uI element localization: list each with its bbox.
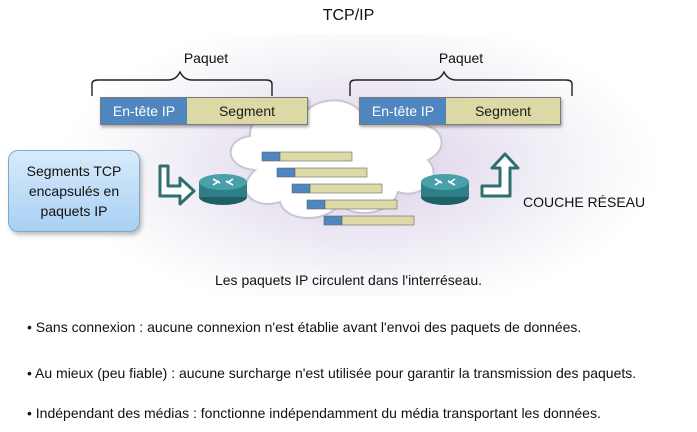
callout-box: Segments TCP encapsulés en paquets IP bbox=[8, 150, 140, 232]
packet-label-left: Paquet bbox=[183, 50, 229, 66]
mini-packet bbox=[276, 167, 368, 178]
ip-header-field: En-tête IP bbox=[360, 98, 446, 124]
diagram-caption: Les paquets IP circulent dans l'interrés… bbox=[214, 272, 483, 288]
router-icon bbox=[421, 174, 469, 205]
bent-arrow-icon bbox=[480, 152, 520, 198]
packet-label-right: Paquet bbox=[438, 50, 484, 66]
packet-left: En-tête IP Segment bbox=[100, 97, 308, 125]
segment-field: Segment bbox=[446, 98, 560, 124]
ip-header-field: En-tête IP bbox=[101, 98, 187, 124]
callout-line: paquets IP bbox=[40, 203, 108, 219]
packet-brace-left bbox=[91, 70, 273, 96]
packet-brace-right bbox=[349, 70, 573, 96]
diagram-graphics bbox=[91, 70, 573, 226]
bullet-item: • Sans connexion : aucune connexion n'es… bbox=[27, 319, 582, 335]
callout-line: encapsulés en bbox=[28, 183, 120, 199]
callout-line: Segments TCP bbox=[26, 163, 122, 179]
bullet-item: • Indépendant des médias : fonctionne in… bbox=[27, 405, 601, 421]
diagram-title: TCP/IP bbox=[322, 7, 375, 24]
router-icon bbox=[199, 174, 247, 205]
layer-label: COUCHE RÉSEAU bbox=[523, 194, 646, 210]
mini-packet bbox=[291, 183, 383, 194]
mini-packet bbox=[323, 215, 415, 226]
segment-field: Segment bbox=[187, 98, 307, 124]
mini-packet bbox=[306, 199, 398, 210]
packet-right: En-tête IP Segment bbox=[359, 97, 561, 125]
mini-packet bbox=[261, 151, 353, 162]
packet-stream bbox=[261, 151, 415, 226]
bullet-item: • Au mieux (peu fiable) : aucune surchar… bbox=[27, 365, 637, 381]
bent-arrow-icon bbox=[158, 164, 196, 206]
